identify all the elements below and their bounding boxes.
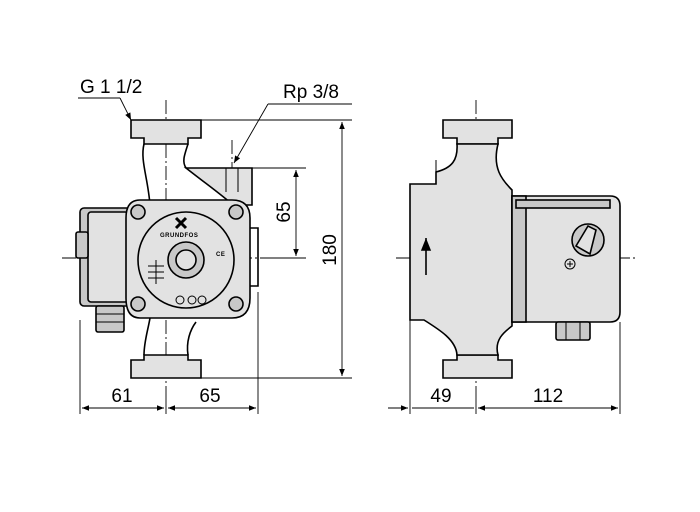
screw-icon [130, 296, 146, 312]
plug-screw-icon [175, 249, 197, 271]
screw-icon [228, 204, 244, 220]
warning-labels-icon [175, 295, 207, 305]
brand-logo-icon [174, 216, 188, 230]
front-left-value: 61 [111, 386, 132, 407]
cable-clamp [75, 231, 89, 259]
speed-switch-icon [148, 260, 164, 284]
side-cable-gland [555, 321, 591, 341]
vent-thread-label: Rp 3/8 [283, 82, 339, 103]
upper-neck [142, 143, 189, 206]
pump-housing-side [409, 143, 513, 356]
terminal-top-edge [515, 199, 611, 209]
vent-boss [183, 167, 253, 206]
motor-flange [511, 195, 527, 323]
plus-screw-icon [564, 258, 576, 270]
cable-gland [95, 305, 125, 333]
bottom-flange [130, 354, 202, 379]
screw-icon [130, 204, 146, 220]
side-right-value: 112 [533, 386, 563, 407]
brand-text: GRUNDFOS [160, 233, 198, 239]
side-view: 49 112 [388, 100, 636, 414]
total-height-value: 180 [320, 234, 341, 266]
motor-side [511, 195, 621, 323]
side-left-value: 49 [430, 386, 451, 407]
knob-pointer [574, 224, 597, 256]
vent-leader [233, 103, 269, 164]
lower-neck [143, 317, 197, 356]
side-top-flange [442, 119, 513, 145]
port-offset-value: 65 [274, 201, 295, 222]
front-right-value: 65 [199, 386, 220, 407]
screw-icon [228, 296, 244, 312]
side-bottom-flange [442, 354, 513, 379]
approval-mark: CE [216, 252, 225, 258]
inlet-thread-label: G 1 1/2 [80, 77, 142, 98]
top-flange [130, 119, 202, 145]
terminal-box-cover [87, 211, 129, 303]
inlet-leader [119, 97, 132, 121]
front-view: GRUNDFOS CE [62, 77, 352, 414]
